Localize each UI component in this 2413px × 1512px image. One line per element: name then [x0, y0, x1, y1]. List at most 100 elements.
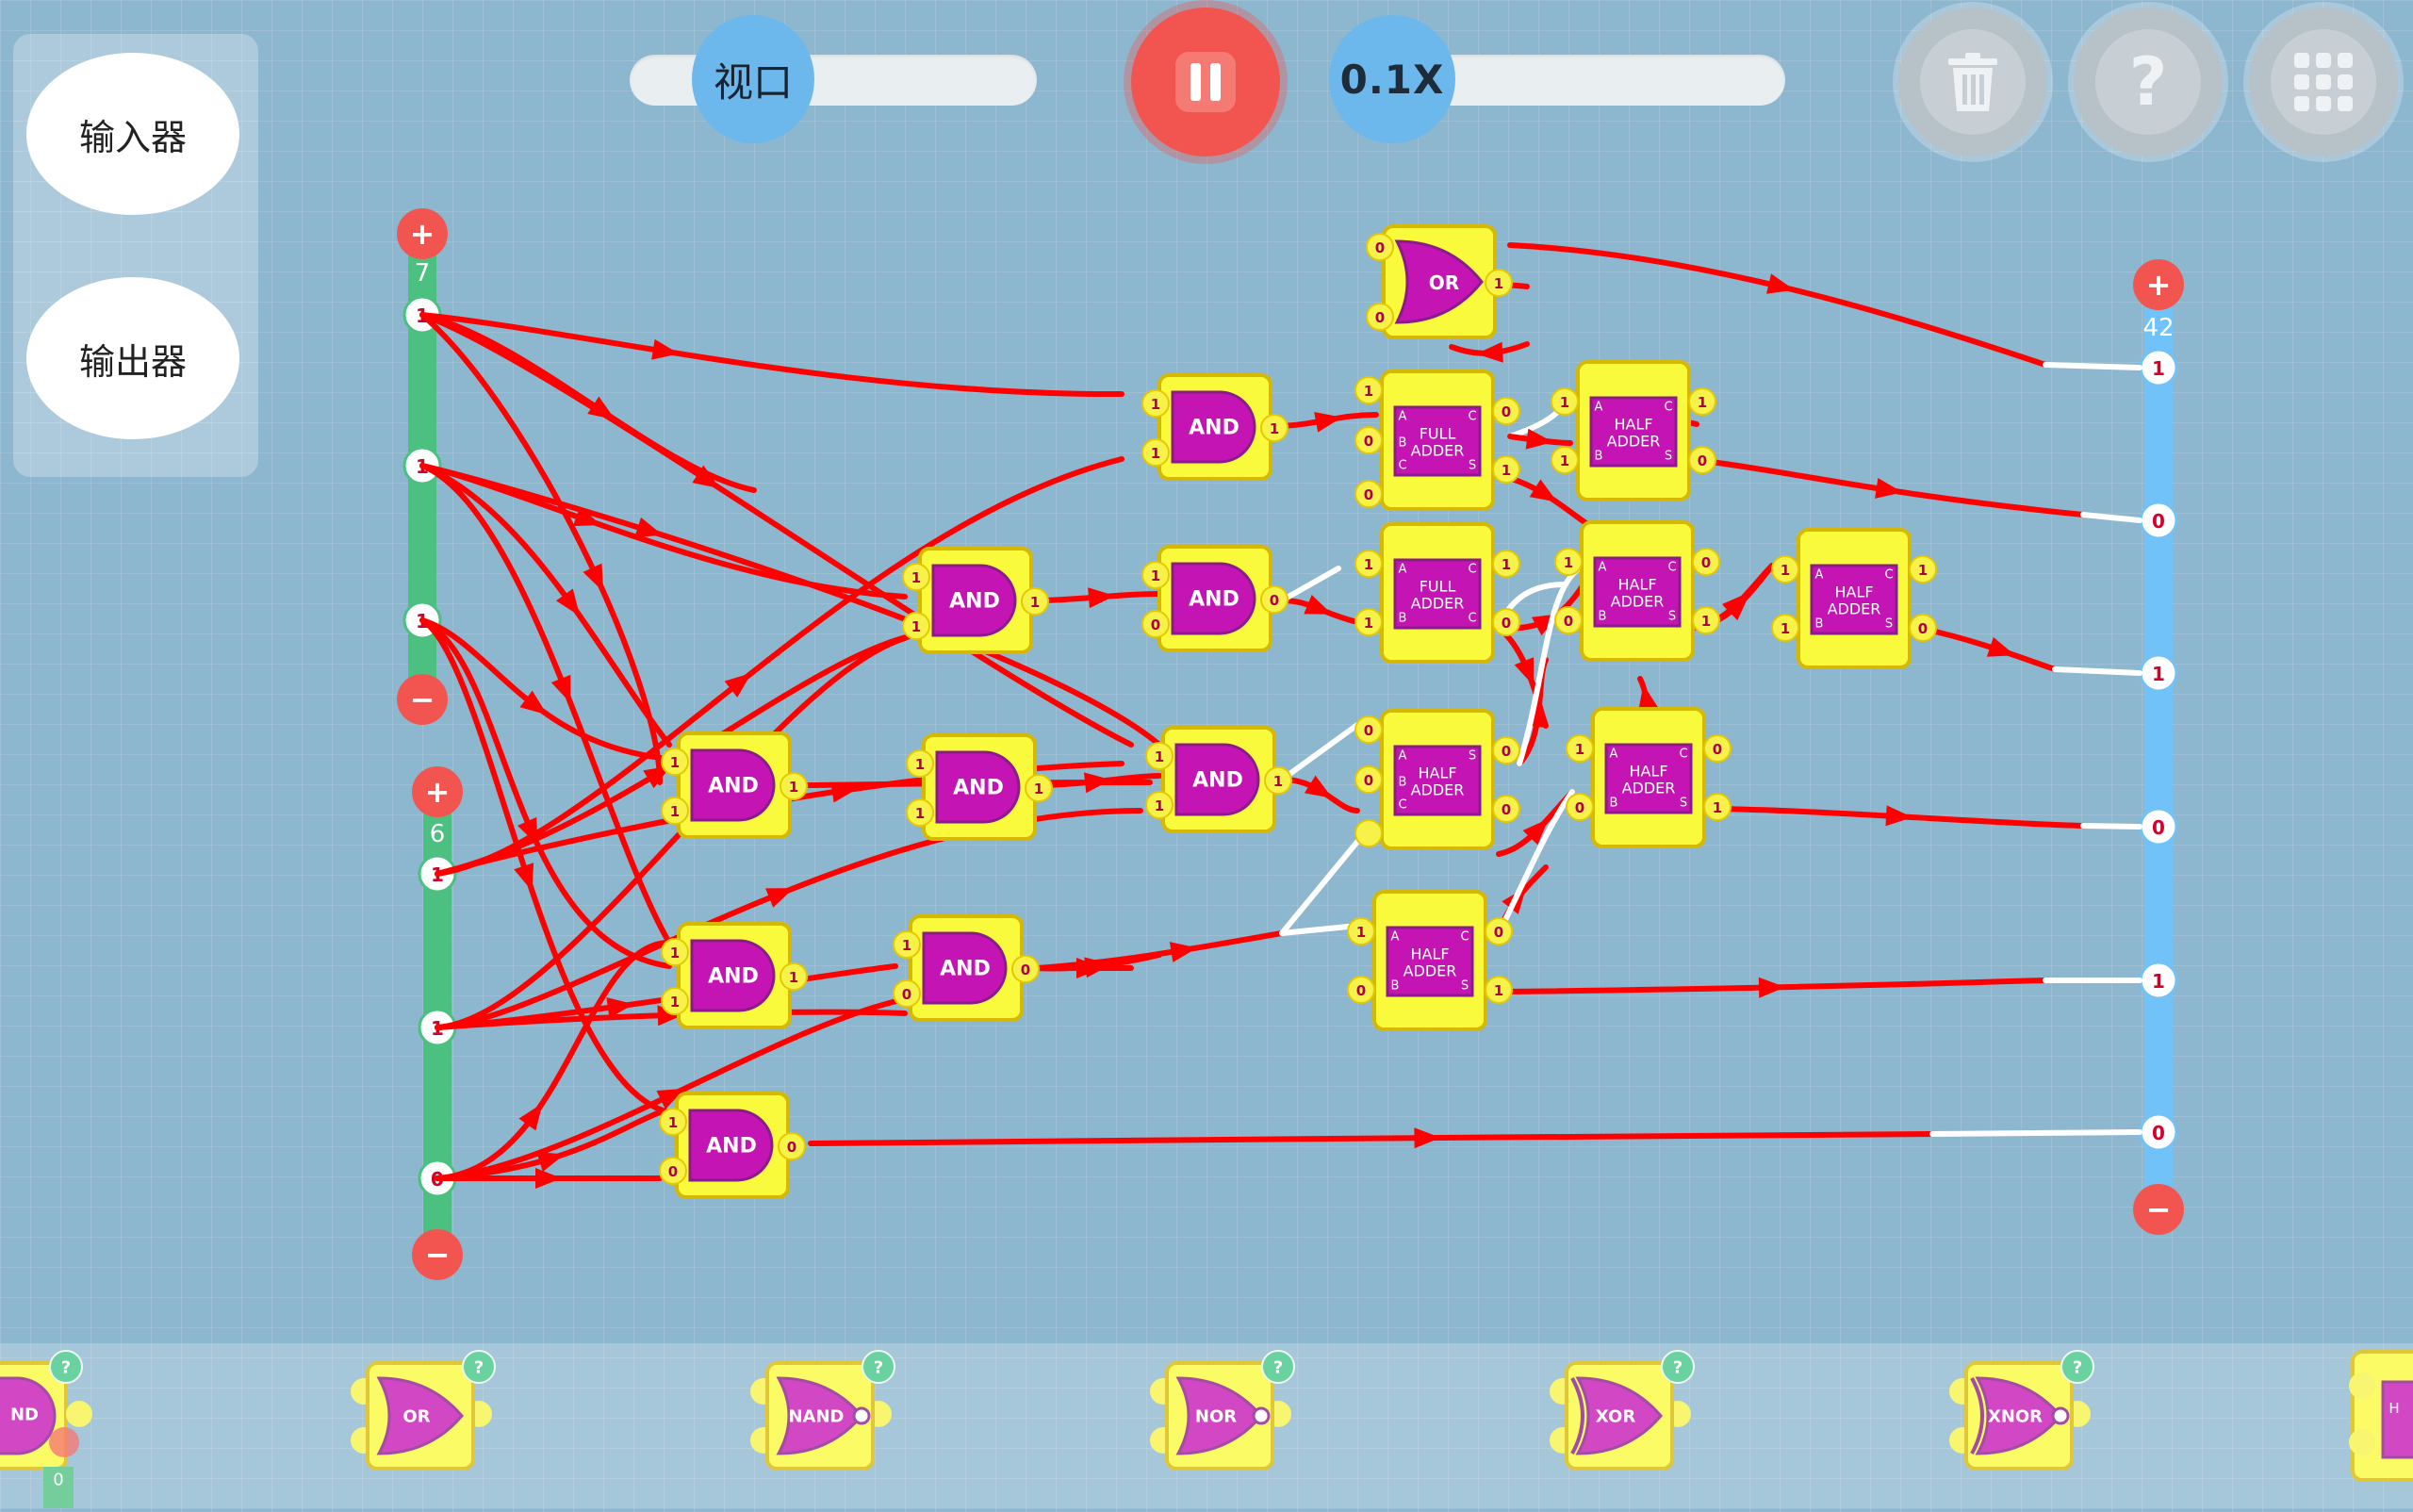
- pin[interactable]: [906, 798, 934, 827]
- pin[interactable]: [661, 938, 689, 966]
- output-device-button[interactable]: 输出器: [26, 277, 239, 439]
- menu-button[interactable]: [2249, 8, 2398, 156]
- pin[interactable]: [1354, 426, 1383, 454]
- viewport-slider[interactable]: [630, 55, 1037, 106]
- input-bus-a-remove-button[interactable]: [397, 674, 448, 725]
- pin[interactable]: [1909, 555, 1937, 583]
- palette-item-xnor[interactable]: XNOR?: [1949, 1350, 2094, 1471]
- pin[interactable]: [1492, 736, 1520, 764]
- pin[interactable]: [780, 772, 808, 800]
- pin[interactable]: [1354, 765, 1383, 794]
- pin[interactable]: [778, 1132, 806, 1160]
- pin[interactable]: [1021, 587, 1049, 616]
- pin[interactable]: [1025, 774, 1053, 802]
- speed-knob[interactable]: 0.1X: [1329, 15, 1455, 143]
- help-badge[interactable]: [1661, 1350, 1695, 1384]
- pin[interactable]: [1347, 917, 1375, 945]
- pin[interactable]: [906, 749, 934, 778]
- input-bus-b-remove-button[interactable]: [412, 1229, 463, 1280]
- pin[interactable]: [1145, 791, 1174, 819]
- pin[interactable]: [1145, 742, 1174, 770]
- pin[interactable]: [1366, 233, 1394, 261]
- pin[interactable]: [661, 797, 689, 825]
- pin[interactable]: [1771, 555, 1799, 583]
- output-bus-remove-button[interactable]: [2133, 1184, 2184, 1235]
- pin[interactable]: [1485, 917, 1513, 945]
- palette-item-h[interactable]: H: [2349, 1350, 2413, 1482]
- pin[interactable]: [1692, 606, 1720, 634]
- pin[interactable]: [1366, 303, 1394, 331]
- input-bus-a-add-button[interactable]: [397, 208, 448, 259]
- pin[interactable]: [1703, 793, 1732, 821]
- pin[interactable]: [1566, 734, 1594, 763]
- pin[interactable]: [659, 1157, 687, 1185]
- pin[interactable]: [1554, 548, 1583, 576]
- help-button[interactable]: ?: [2074, 8, 2223, 156]
- pin[interactable]: [1492, 795, 1520, 823]
- pin[interactable]: [1492, 455, 1520, 484]
- help-badge[interactable]: [462, 1350, 496, 1384]
- pin[interactable]: [1260, 414, 1289, 442]
- pin[interactable]: [1354, 715, 1383, 744]
- pin[interactable]: [1347, 976, 1375, 1004]
- pin[interactable]: [902, 612, 930, 640]
- pin[interactable]: [1141, 438, 1170, 467]
- pin[interactable]: [1551, 446, 1579, 474]
- pin[interactable]: [1485, 976, 1513, 1004]
- output-bus-add-button[interactable]: [2133, 259, 2184, 310]
- pin[interactable]: [1354, 480, 1383, 508]
- pin[interactable]: [1703, 734, 1732, 763]
- palette-item-nor[interactable]: NOR?: [1150, 1350, 1295, 1471]
- pin[interactable]: [893, 930, 921, 959]
- pin[interactable]: [1688, 387, 1716, 416]
- pin[interactable]: [1485, 269, 1513, 297]
- delete-button[interactable]: [1898, 8, 2047, 156]
- pin[interactable]: [1354, 550, 1383, 578]
- pause-button[interactable]: [1131, 8, 1280, 156]
- palette-item-nand[interactable]: NAND?: [750, 1350, 895, 1471]
- pin[interactable]: [661, 748, 689, 776]
- help-badge[interactable]: [862, 1350, 895, 1384]
- pin[interactable]: [1492, 550, 1520, 578]
- pin[interactable]: [1260, 585, 1289, 614]
- pin[interactable]: [659, 1108, 687, 1136]
- help-badge[interactable]: [1261, 1350, 1295, 1384]
- viewport-knob[interactable]: 视口: [692, 15, 814, 143]
- pin[interactable]: [1909, 614, 1937, 642]
- palette-item-or[interactable]: OR?: [351, 1350, 496, 1471]
- help-badge[interactable]: [49, 1350, 83, 1384]
- pin[interactable]: [1264, 766, 1292, 795]
- pin[interactable]: [780, 962, 808, 991]
- pin[interactable]: [1354, 376, 1383, 404]
- palette-item-xor[interactable]: XOR?: [1550, 1350, 1695, 1471]
- input-device-button[interactable]: 输入器: [26, 53, 239, 215]
- pin[interactable]: [893, 979, 921, 1008]
- pin[interactable]: [1688, 446, 1716, 474]
- pin[interactable]: [1554, 606, 1583, 634]
- help-badge[interactable]: [2060, 1350, 2094, 1384]
- pin[interactable]: [902, 563, 930, 591]
- pin[interactable]: [1141, 389, 1170, 418]
- pin[interactable]: [1551, 387, 1579, 416]
- pin[interactable]: [1771, 614, 1799, 642]
- pin[interactable]: [1492, 608, 1520, 636]
- pin[interactable]: [661, 987, 689, 1015]
- pin[interactable]: [1566, 793, 1594, 821]
